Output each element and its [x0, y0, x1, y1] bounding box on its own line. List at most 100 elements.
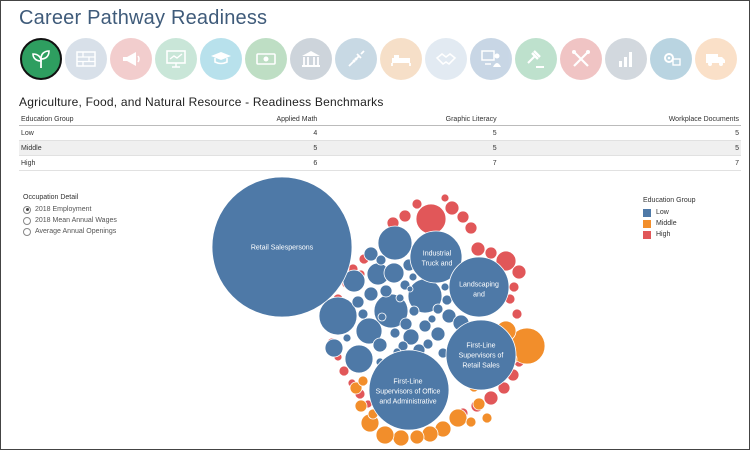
occupation-bubble[interactable] [430, 326, 446, 342]
occupation-bubble[interactable] [484, 246, 498, 260]
pathway-button-megaphone[interactable] [110, 38, 152, 80]
presentation-board-icon [166, 50, 186, 68]
pathway-button-bar-chart[interactable] [605, 38, 647, 80]
column-header-graphic-literacy: Graphic Literacy [319, 113, 499, 126]
table-cell: 5 [319, 125, 499, 141]
occupation-bubble[interactable] [408, 305, 420, 317]
occupation-detail-label: Occupation Detail [23, 194, 79, 201]
occupation-bubble[interactable] [511, 308, 523, 320]
occupation-bubble[interactable] [421, 425, 439, 443]
pathway-button-government-building[interactable] [290, 38, 332, 80]
pathway-button-bricks[interactable] [65, 38, 107, 80]
occupation-bubble[interactable] [427, 314, 437, 324]
occupation-bubble[interactable] [440, 282, 450, 292]
occupation-bubble[interactable] [411, 198, 423, 210]
occupation-bubble[interactable] [465, 416, 477, 428]
pathway-button-bed[interactable] [380, 38, 422, 80]
occupation-bubble[interactable] [395, 293, 405, 303]
occupation-bubble[interactable] [408, 272, 418, 282]
occupation-bubble[interactable] [470, 241, 486, 257]
legend-label: Middle [656, 220, 677, 227]
occupation-bubble[interactable] [377, 225, 413, 261]
occupation-bubble[interactable] [448, 408, 468, 428]
occupation-bubble[interactable] [342, 333, 352, 343]
occupation-bubble[interactable] [338, 365, 350, 377]
pathway-button-computer-user[interactable] [470, 38, 512, 80]
radio-option-2018-employment[interactable]: 2018 Employment [23, 204, 117, 215]
occupation-bubble[interactable] [375, 254, 387, 266]
occupation-bubble[interactable] [392, 429, 410, 447]
occupation-bubble[interactable] [355, 317, 383, 345]
occupation-bubble[interactable] [363, 286, 379, 302]
bubble-landscaping[interactable] [448, 256, 510, 318]
pathway-button-graduation-cap[interactable] [200, 38, 242, 80]
occupation-bubble[interactable] [415, 203, 447, 235]
occupation-bubble[interactable] [464, 221, 478, 235]
occupation-bubble[interactable] [354, 399, 368, 413]
column-header-workplace-documents: Workplace Documents [498, 113, 741, 126]
occupation-bubble[interactable] [432, 303, 444, 315]
occupation-bubble[interactable] [357, 375, 369, 387]
pathway-button-delivery-truck[interactable] [695, 38, 737, 80]
occupation-bubble[interactable] [357, 308, 369, 320]
occupation-bubble[interactable] [440, 193, 450, 203]
bricks-icon [76, 51, 96, 67]
occupation-bubble[interactable] [422, 338, 434, 350]
occupation-bubble[interactable] [351, 295, 365, 309]
occupation-bubble[interactable] [344, 344, 374, 374]
legend-item-high[interactable]: High [643, 229, 696, 240]
pathway-button-gavel[interactable] [515, 38, 557, 80]
pathway-button-tools[interactable] [560, 38, 602, 80]
pathway-button-syringe[interactable] [335, 38, 377, 80]
leaf-icon [32, 50, 50, 68]
occupation-bubble[interactable] [497, 381, 511, 395]
occupation-bubble[interactable] [483, 390, 499, 406]
occupation-bubble[interactable] [481, 412, 493, 424]
occupation-bubble[interactable] [441, 308, 457, 324]
occupation-bubble[interactable] [363, 246, 379, 262]
occupation-bubble[interactable] [383, 262, 405, 284]
legend-item-low[interactable]: Low [643, 207, 696, 218]
occupation-bubble[interactable] [418, 319, 432, 333]
bubble-supervisors-retail-sales[interactable] [445, 319, 517, 391]
occupation-bubble[interactable] [472, 397, 486, 411]
occupation-bubble[interactable] [324, 338, 344, 358]
occupation-bubble[interactable] [372, 337, 388, 353]
bubble-industrial-truck[interactable] [409, 230, 463, 284]
bubble-supervisors-office-admin[interactable] [368, 349, 450, 431]
pathway-button-money[interactable] [245, 38, 287, 80]
occupation-bubble[interactable] [375, 425, 395, 445]
gear-screen-icon [664, 53, 681, 66]
occupation-bubble[interactable] [389, 327, 401, 339]
radio-selected-icon [23, 205, 31, 214]
column-header-education-group: Education Group [19, 113, 173, 126]
pathway-button-presentation-board[interactable] [155, 38, 197, 80]
occupation-bubble[interactable] [398, 209, 412, 223]
occupation-bubble[interactable] [508, 281, 520, 293]
occupation-bubble[interactable] [377, 312, 387, 322]
occupation-bubble[interactable] [399, 317, 413, 331]
occupation-bubble[interactable] [456, 210, 470, 224]
occupation-bubble[interactable] [444, 200, 460, 216]
radio-option-average-annual-openings[interactable]: Average Annual Openings [23, 226, 117, 237]
occupation-bubble[interactable] [511, 264, 527, 280]
occupation-bubble[interactable] [406, 285, 414, 293]
pathway-button-gear-screen[interactable] [650, 38, 692, 80]
gavel-icon [527, 50, 544, 68]
occupation-bubble[interactable] [402, 328, 420, 346]
occupation-bubble[interactable] [495, 250, 517, 272]
benchmarks-table: Education Group Applied Math Graphic Lit… [19, 113, 741, 171]
occupation-bubble[interactable] [409, 429, 425, 445]
occupation-bubble[interactable] [318, 296, 358, 336]
occupation-bubble[interactable] [379, 284, 393, 298]
table-row: Low 4 5 5 [19, 125, 741, 141]
radio-option-2018-mean-annual-wages[interactable]: 2018 Mean Annual Wages [23, 215, 117, 226]
occupation-bubble[interactable] [349, 381, 363, 395]
pathway-button-handshake[interactable] [425, 38, 467, 80]
legend-swatch [643, 208, 651, 217]
legend-item-middle[interactable]: Middle [643, 218, 696, 229]
pathway-button-leaf[interactable] [20, 38, 62, 80]
bubble-retail-salespersons[interactable] [211, 176, 353, 318]
